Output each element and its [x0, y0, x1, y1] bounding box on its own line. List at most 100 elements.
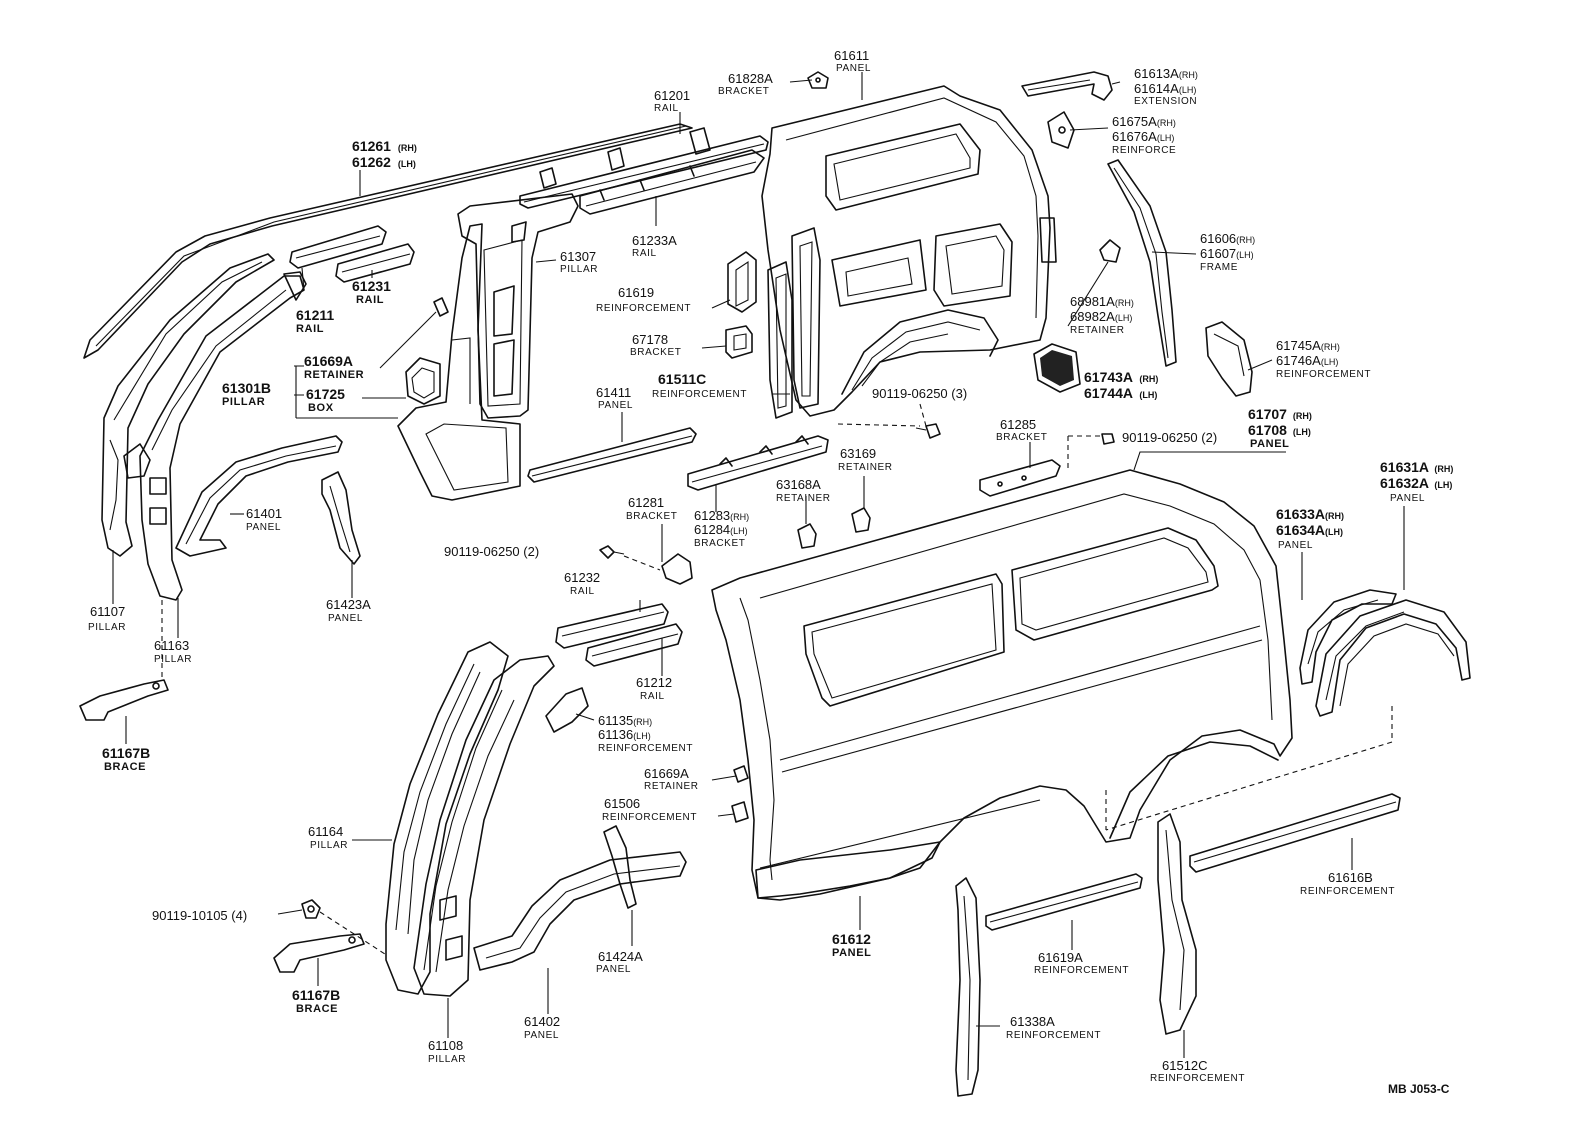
part-61411-panel[interactable] — [527, 427, 697, 483]
label-suffix: (LH) — [1179, 85, 1197, 95]
svg-text:61744A (LH): 61744A (LH) — [1084, 385, 1157, 401]
label-desc: RETAINER — [1070, 325, 1125, 336]
label-desc: BRACKET — [718, 86, 769, 97]
part-61338a-reinforcement[interactable] — [955, 877, 981, 1097]
label-num: 61338A — [1010, 1014, 1055, 1029]
part-61232-rail[interactable] — [555, 603, 669, 649]
label-suffix: (2) — [1201, 430, 1217, 445]
part-61167b-brace-bot[interactable] — [273, 933, 365, 973]
label-suffix: (RH) — [1115, 298, 1134, 308]
part-61108-pillar[interactable] — [413, 655, 555, 997]
part-61301b-pillar[interactable] — [397, 223, 521, 501]
part-61616b-reinforcement[interactable] — [1189, 793, 1401, 873]
label-61619: 61619 REINFORCEMENT — [596, 285, 690, 314]
label-desc: PANEL — [328, 613, 363, 624]
part-61163-pillar[interactable] — [139, 271, 307, 601]
label-num: 61619A — [1038, 950, 1083, 965]
part-61669a-retainer-mid[interactable] — [733, 765, 749, 783]
label-61233a: 61233A RAIL — [632, 233, 677, 259]
part-bolt-90119-06250-3[interactable] — [915, 423, 941, 439]
part-61423a-panel[interactable] — [321, 471, 361, 565]
part-61283-bracket[interactable] — [687, 435, 829, 491]
part-61402-panel[interactable] — [473, 851, 687, 971]
part-61611-panel[interactable] — [761, 85, 1057, 417]
part-67178-bracket[interactable] — [725, 325, 753, 359]
label-61707: 61707 (RH) 61708 (LH) PANEL — [1248, 406, 1312, 450]
part-61401-panel[interactable] — [175, 435, 343, 557]
part-61631a-panel[interactable] — [1315, 599, 1471, 717]
part-61164-pillar[interactable] — [385, 641, 509, 995]
part-61613a-extension[interactable] — [1021, 71, 1113, 101]
part-61745a-reinforcement[interactable] — [1205, 321, 1253, 397]
label-61745a: 61745A(RH) 61746A(LH) REINFORCEMENT — [1276, 338, 1371, 380]
part-61231-rail[interactable] — [335, 243, 415, 283]
label-desc: RETAINER — [776, 493, 831, 504]
label-desc: REINFORCEMENT — [1276, 369, 1371, 380]
part-61107-pillar[interactable] — [101, 253, 275, 557]
part-61612-panel[interactable] — [755, 841, 941, 901]
label-61307: 61307 PILLAR — [560, 249, 598, 275]
label-num: 61743A — [1084, 369, 1133, 385]
part-61135-reinforcement[interactable] — [545, 687, 589, 733]
part-61261-retainer[interactable] — [83, 123, 693, 359]
label-bolt-4: 90119-10105 (4) — [152, 908, 247, 923]
part-61619-reinforcement[interactable] — [727, 251, 757, 313]
label-61402: 61402 PANEL — [524, 1014, 560, 1041]
part-63168a-retainer[interactable] — [797, 523, 817, 549]
label-num: 61167B — [292, 987, 340, 1003]
label-num: 61233A — [632, 233, 677, 248]
label-num: 61744A — [1084, 385, 1133, 401]
part-61725-box[interactable] — [405, 357, 441, 405]
part-61512c-reinforcement[interactable] — [1157, 813, 1197, 1035]
part-61201-rail[interactable] — [519, 127, 769, 209]
svg-text:61634A(LH): 61634A(LH) — [1276, 522, 1343, 538]
label-61424a: 61424A PANEL — [596, 949, 643, 975]
label-num: 61107 — [90, 604, 125, 619]
label-num: 61231 — [352, 278, 391, 294]
label-desc: REINFORCEMENT — [598, 743, 693, 754]
label-num: 61612 — [832, 931, 871, 947]
part-61675a-reinforce[interactable] — [1047, 111, 1075, 149]
label-num: 61401 — [246, 506, 282, 521]
label-suffix: (RH) — [1139, 374, 1158, 384]
part-61285-bracket[interactable] — [979, 459, 1061, 497]
part-61233a-rail[interactable] — [579, 149, 765, 215]
part-61307-pillar[interactable] — [457, 193, 579, 419]
part-bolt-90119-10105-4[interactable] — [301, 899, 321, 919]
part-61707-outer-quarter-panel[interactable] — [711, 469, 1293, 899]
part-61211-rail[interactable] — [289, 225, 387, 269]
part-61669a-retainer-top[interactable] — [433, 297, 449, 317]
part-63169-retainer[interactable] — [851, 507, 871, 533]
label-num: 68981A — [1070, 294, 1115, 309]
label-desc: RETAINER — [838, 462, 893, 473]
part-61281-bracket[interactable] — [661, 553, 693, 585]
label-desc: PILLAR — [88, 622, 126, 633]
part-61828a-bracket[interactable] — [807, 71, 829, 89]
part-bolt-90119-06250-2-left[interactable] — [599, 545, 625, 559]
part-bolt-90119-06250-2-right[interactable] — [1101, 433, 1115, 445]
svg-text:61613A(RH): 61613A(RH) — [1134, 66, 1198, 81]
svg-text:61708 (LH): 61708 (LH) — [1248, 422, 1311, 438]
label-61828a: 61828A BRACKET — [718, 71, 773, 97]
svg-text:68982A(LH): 68982A(LH) — [1070, 309, 1132, 324]
part-61511c-reinforcement[interactable] — [767, 261, 793, 419]
label-desc: BRACKET — [996, 432, 1047, 443]
label-desc: PILLAR — [560, 264, 598, 275]
part-61633a-panel[interactable] — [1299, 589, 1397, 685]
label-61423a: 61423A PANEL — [326, 597, 371, 624]
label-suffix: (RH) — [1293, 411, 1312, 421]
label-desc: PANEL — [1250, 438, 1289, 450]
label-desc: PILLAR — [222, 396, 265, 408]
part-61167b-brace-top[interactable] — [79, 679, 169, 721]
part-61212-rail[interactable] — [585, 623, 683, 667]
svg-text:61284(LH): 61284(LH) — [694, 522, 748, 537]
part-61619a-reinforcement[interactable] — [985, 873, 1143, 931]
part-61506-reinforcement[interactable] — [731, 801, 749, 823]
part-61424a-panel[interactable] — [603, 825, 637, 909]
label-61231: 61231 RAIL — [352, 278, 391, 306]
label-61261: 61261 (RH) 61262 (LH) — [352, 138, 417, 170]
part-61743a-part[interactable] — [1033, 343, 1081, 393]
part-61606-frame[interactable] — [1107, 159, 1177, 367]
part-68981a-retainer[interactable] — [1099, 239, 1121, 263]
label-desc: RAIL — [640, 691, 665, 702]
